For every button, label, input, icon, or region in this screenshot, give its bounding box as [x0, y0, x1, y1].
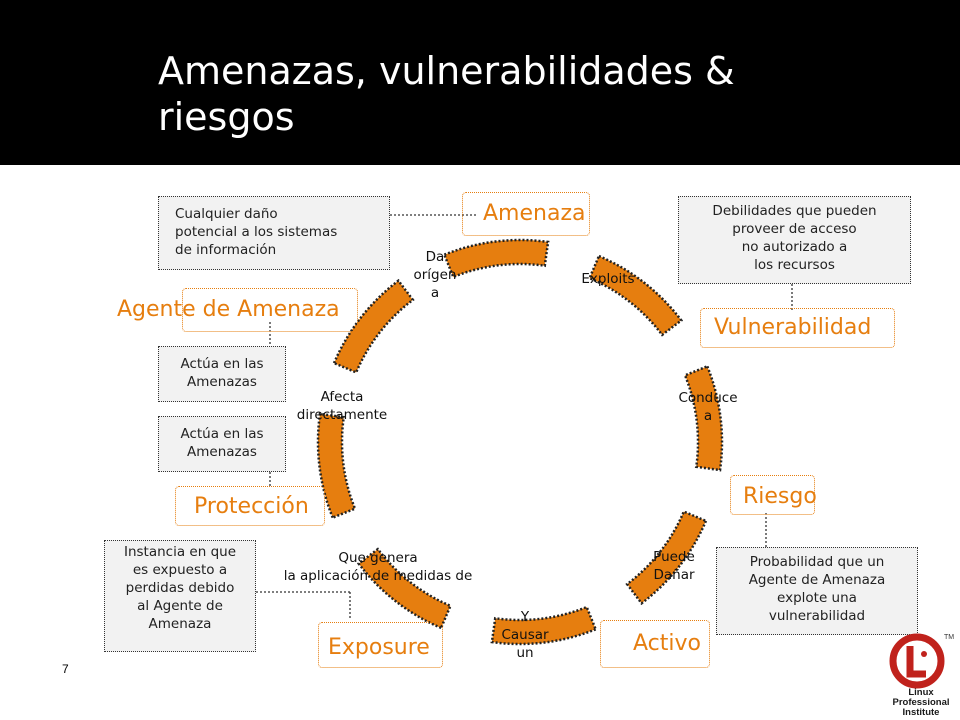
edge-conduce-line: a [703, 408, 713, 424]
page-number: 7 [62, 662, 69, 676]
node-riesgo-label: Riesgo [743, 484, 817, 509]
node-agente: Agente de Amenaza [117, 288, 358, 332]
logo-line: Institute [902, 707, 940, 718]
edge-da-origen-line: orígen [413, 267, 457, 283]
note-amenaza-line: Cualquier daño [175, 206, 278, 222]
note-exposure-line: Amenaza [148, 616, 212, 632]
edge-que-genera-line: la aplicación de medidas de [283, 568, 473, 584]
note-amenaza-line: potencial a los sistemas [175, 224, 338, 240]
segment-proteccion [316, 412, 357, 520]
note-vulnerabilidad: Debilidades que pueden proveer de acceso… [678, 196, 911, 284]
edge-afecta-line: directamente [296, 407, 388, 423]
note-vulnerabilidad-line: los recursos [754, 257, 835, 273]
note-exposure: Instancia en que es expuesto a perdidas … [104, 540, 256, 652]
node-vulnerabilidad: Vulnerabilidad [700, 308, 895, 348]
note-agente-line: Actúa en las [180, 356, 264, 372]
segment-activo [490, 605, 598, 646]
edge-puede-danar: Puede Dañar [636, 548, 712, 584]
edge-que-genera-line: Que genera [338, 550, 418, 566]
note-vulnerabilidad-line: Debilidades que pueden [712, 203, 877, 219]
edge-puede-danar-line: Dañar [653, 567, 695, 583]
note-riesgo: Probabilidad que un Agente de Amenaza ex… [716, 547, 918, 635]
segment-exposure [356, 547, 453, 630]
note-agente-line: Amenazas [187, 374, 257, 390]
note-riesgo-line: explote una [777, 590, 857, 606]
node-amenaza-label: Amenaza [483, 201, 586, 226]
logo-line: Professional [892, 697, 950, 708]
note-amenaza-line: de información [175, 242, 277, 258]
segment-vulnerabilidad [587, 254, 684, 337]
segment-riesgo-to-activo [625, 509, 708, 606]
logo-tm: TM [944, 634, 955, 641]
node-exposure-label: Exposure [328, 635, 430, 660]
note-proteccion-line: Actúa en las [180, 426, 264, 442]
note-exposure-line: es expuesto a [132, 562, 228, 578]
cycle-segments [316, 238, 724, 646]
note-exposure-line: Instancia en que [123, 544, 236, 560]
node-activo: Activo [600, 620, 710, 668]
node-activo-label: Activo [633, 631, 701, 656]
node-proteccion-label: Protección [194, 494, 309, 519]
lpi-logo-text: Linux Professional Institute [888, 688, 954, 718]
slide-header [0, 0, 960, 165]
edge-afecta: Afecta directamente [285, 388, 399, 424]
note-riesgo-line: Probabilidad que un [749, 554, 885, 570]
node-amenaza: Amenaza [462, 192, 590, 236]
lpi-logo-icon [889, 633, 945, 689]
edge-da-origen: Da orígen a [405, 248, 465, 302]
edge-puede-danar-line: Puede [653, 549, 695, 565]
node-proteccion: Protección [175, 486, 325, 526]
edge-y-causar-line: Y [520, 609, 530, 625]
segment-agente [332, 278, 415, 375]
edge-da-origen-line: Da [425, 249, 445, 265]
note-exposure-line: perdidas debido [125, 580, 235, 596]
segment-amenaza-to-exploits [442, 238, 550, 279]
node-exposure: Exposure [318, 622, 443, 668]
note-proteccion-line: Amenazas [187, 444, 257, 460]
edge-y-causar: Y Causar un [490, 608, 560, 662]
note-vulnerabilidad-line: no autorizado a [741, 239, 848, 255]
edge-que-genera: Que genera la aplicación de medidas de [258, 549, 498, 585]
logo-line: Linux [908, 687, 934, 698]
segment-conduce [683, 364, 724, 472]
edge-exploits: Exploits [568, 270, 648, 288]
node-agente-label: Agente de Amenaza [117, 297, 340, 322]
node-riesgo: Riesgo [730, 475, 817, 515]
edge-y-causar-line: un [516, 645, 534, 661]
note-riesgo-line: Agente de Amenaza [748, 572, 886, 588]
note-connectors [256, 214, 793, 620]
edge-da-origen-line: a [430, 285, 440, 301]
edge-afecta-line: Afecta [320, 389, 364, 405]
note-proteccion: Actúa en las Amenazas [158, 416, 286, 472]
edge-y-causar-line: Causar [501, 627, 549, 643]
slide-title: Amenazas, vulnerabilidades & riesgos [158, 49, 735, 139]
note-riesgo-line: vulnerabilidad [768, 608, 866, 624]
note-exposure-line: al Agente de [137, 598, 223, 614]
edge-conduce: Conduce a [668, 389, 748, 425]
note-amenaza: Cualquier daño potencial a los sistemas … [158, 196, 390, 270]
edge-conduce-line: Conduce [678, 390, 738, 406]
note-agente: Actúa en las Amenazas [158, 346, 286, 402]
edge-exploits-line: Exploits [581, 271, 635, 287]
note-vulnerabilidad-line: proveer de acceso [732, 221, 857, 237]
node-vulnerabilidad-label: Vulnerabilidad [714, 315, 872, 340]
